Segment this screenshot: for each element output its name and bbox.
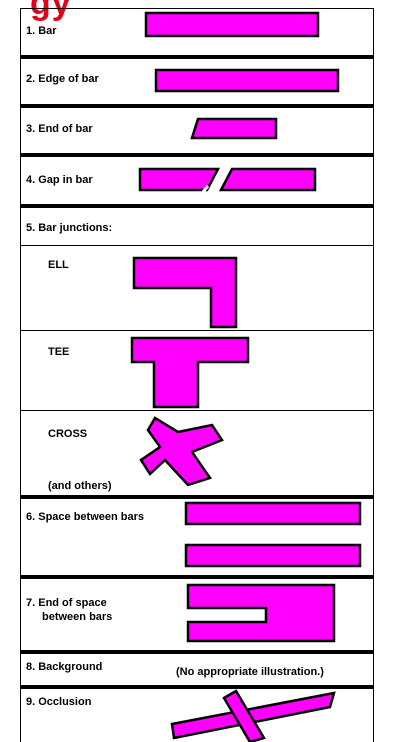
- space-bar-top: [186, 503, 360, 524]
- bar-illustration: [146, 13, 318, 36]
- end-of-space-illustration: [188, 585, 334, 641]
- cross-junction-illustration: [141, 418, 222, 485]
- ell-junction-illustration: [134, 258, 236, 327]
- tee-junction-illustration: [132, 338, 248, 407]
- edge-of-bar-illustration: [156, 70, 338, 91]
- space-bar-bottom: [186, 545, 360, 566]
- end-of-bar-illustration: [192, 119, 276, 138]
- gap-bar-right-piece: [221, 169, 315, 190]
